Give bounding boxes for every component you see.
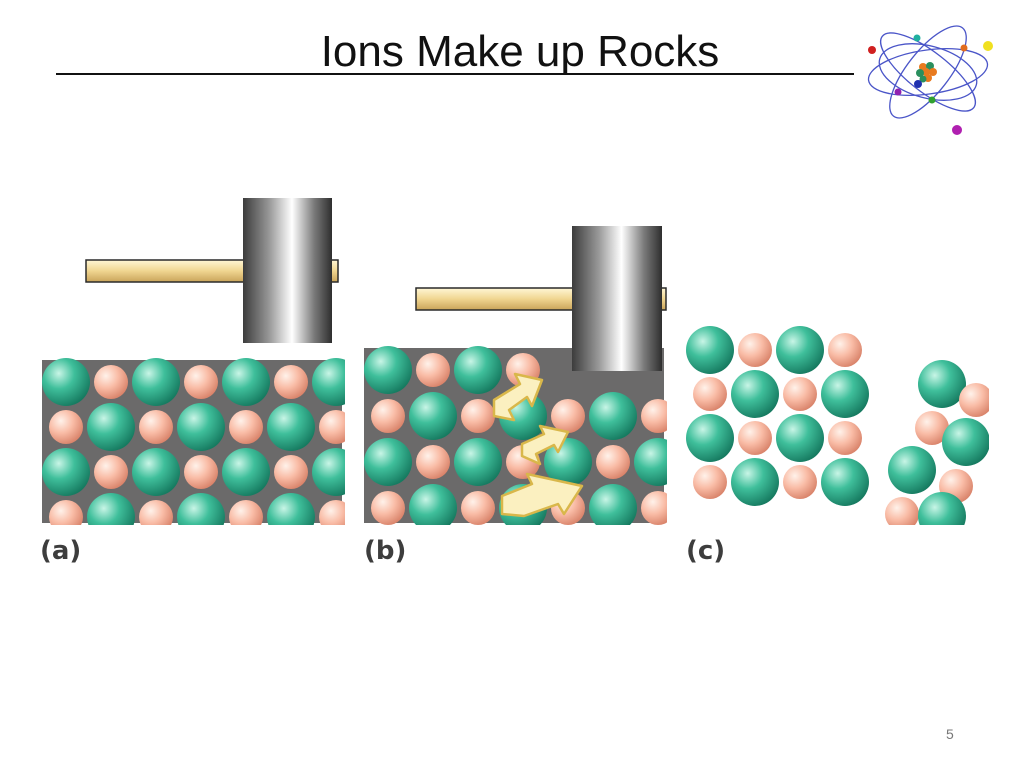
ion-lattice-a — [42, 358, 345, 525]
anion-ion — [416, 445, 450, 479]
anion-ion — [783, 465, 817, 499]
anion-ion — [828, 333, 862, 367]
anion-ion — [461, 399, 495, 433]
ion-lattice-b — [364, 346, 667, 525]
anion-ion — [229, 410, 263, 444]
cation-ion — [222, 358, 270, 406]
anion-ion — [551, 399, 585, 433]
title-underline — [56, 73, 854, 75]
anion-ion — [184, 455, 218, 489]
anion-ion — [738, 421, 772, 455]
anion-ion — [274, 365, 308, 399]
cation-ion — [177, 403, 225, 451]
anion-ion — [49, 500, 83, 525]
slide-title: Ions Make up Rocks — [320, 27, 720, 76]
cation-ion — [731, 370, 779, 418]
anion-ion — [274, 455, 308, 489]
anion-ion — [49, 410, 83, 444]
cation-ion — [267, 403, 315, 451]
cation-ion — [132, 448, 180, 496]
anion-ion — [885, 497, 919, 525]
force-arrows — [492, 372, 584, 518]
cation-ion — [821, 370, 869, 418]
cation-ion — [776, 414, 824, 462]
cation-ion — [87, 403, 135, 451]
cation-ion — [942, 418, 989, 466]
cation-ion — [454, 438, 502, 486]
panel-c-diagram — [686, 326, 989, 525]
anion-ion — [229, 500, 263, 525]
cation-ion — [364, 346, 412, 394]
cation-ion — [312, 358, 345, 406]
anion-ion — [371, 491, 405, 525]
anion-ion — [184, 365, 218, 399]
panel-a-diagram — [42, 198, 345, 525]
cation-ion — [267, 493, 315, 525]
anion-ion — [738, 333, 772, 367]
cation-ion — [918, 492, 966, 525]
anion-ion — [693, 377, 727, 411]
cation-ion — [364, 438, 412, 486]
cation-ion — [888, 446, 936, 494]
anion-ion — [596, 445, 630, 479]
cation-ion — [409, 392, 457, 440]
force-arrow — [520, 424, 570, 466]
cation-ion — [686, 326, 734, 374]
panel-label-b: (b) — [364, 536, 407, 566]
cation-ion — [634, 438, 667, 486]
cation-ion — [409, 484, 457, 525]
anion-ion — [319, 410, 345, 444]
anion-ion — [828, 421, 862, 455]
cation-ion — [42, 448, 90, 496]
panel-b-diagram — [364, 226, 667, 525]
anion-ion — [139, 410, 173, 444]
cation-ion — [776, 326, 824, 374]
hammer-head — [572, 226, 662, 371]
anion-ion — [783, 377, 817, 411]
anion-ion — [94, 455, 128, 489]
anion-ion — [693, 465, 727, 499]
fractured-block-left — [686, 326, 869, 506]
fractured-block-right — [885, 360, 989, 525]
force-arrow — [500, 472, 584, 518]
anion-ion — [319, 500, 345, 525]
anion-ion — [416, 353, 450, 387]
hammer-head — [243, 198, 332, 343]
anion-ion — [641, 491, 667, 525]
panel-label-c: (c) — [686, 536, 726, 566]
cation-ion — [686, 414, 734, 462]
cation-ion — [222, 448, 270, 496]
cation-ion — [177, 493, 225, 525]
cation-ion — [132, 358, 180, 406]
anion-ion — [461, 491, 495, 525]
cation-ion — [312, 448, 345, 496]
anion-ion — [94, 365, 128, 399]
cation-ion — [87, 493, 135, 525]
cation-ion — [589, 484, 637, 525]
anion-ion — [915, 411, 949, 445]
anion-ion — [139, 500, 173, 525]
cation-ion — [42, 358, 90, 406]
cation-ion — [918, 360, 966, 408]
anion-ion — [959, 383, 989, 417]
page-number: 5 — [946, 726, 954, 742]
anion-ion — [371, 399, 405, 433]
anion-ion — [641, 399, 667, 433]
panel-label-a: (a) — [40, 536, 82, 566]
cation-ion — [821, 458, 869, 506]
cation-ion — [454, 346, 502, 394]
force-arrow — [492, 372, 544, 422]
cation-ion — [731, 458, 779, 506]
atom-icon — [867, 25, 993, 135]
cation-ion — [589, 392, 637, 440]
